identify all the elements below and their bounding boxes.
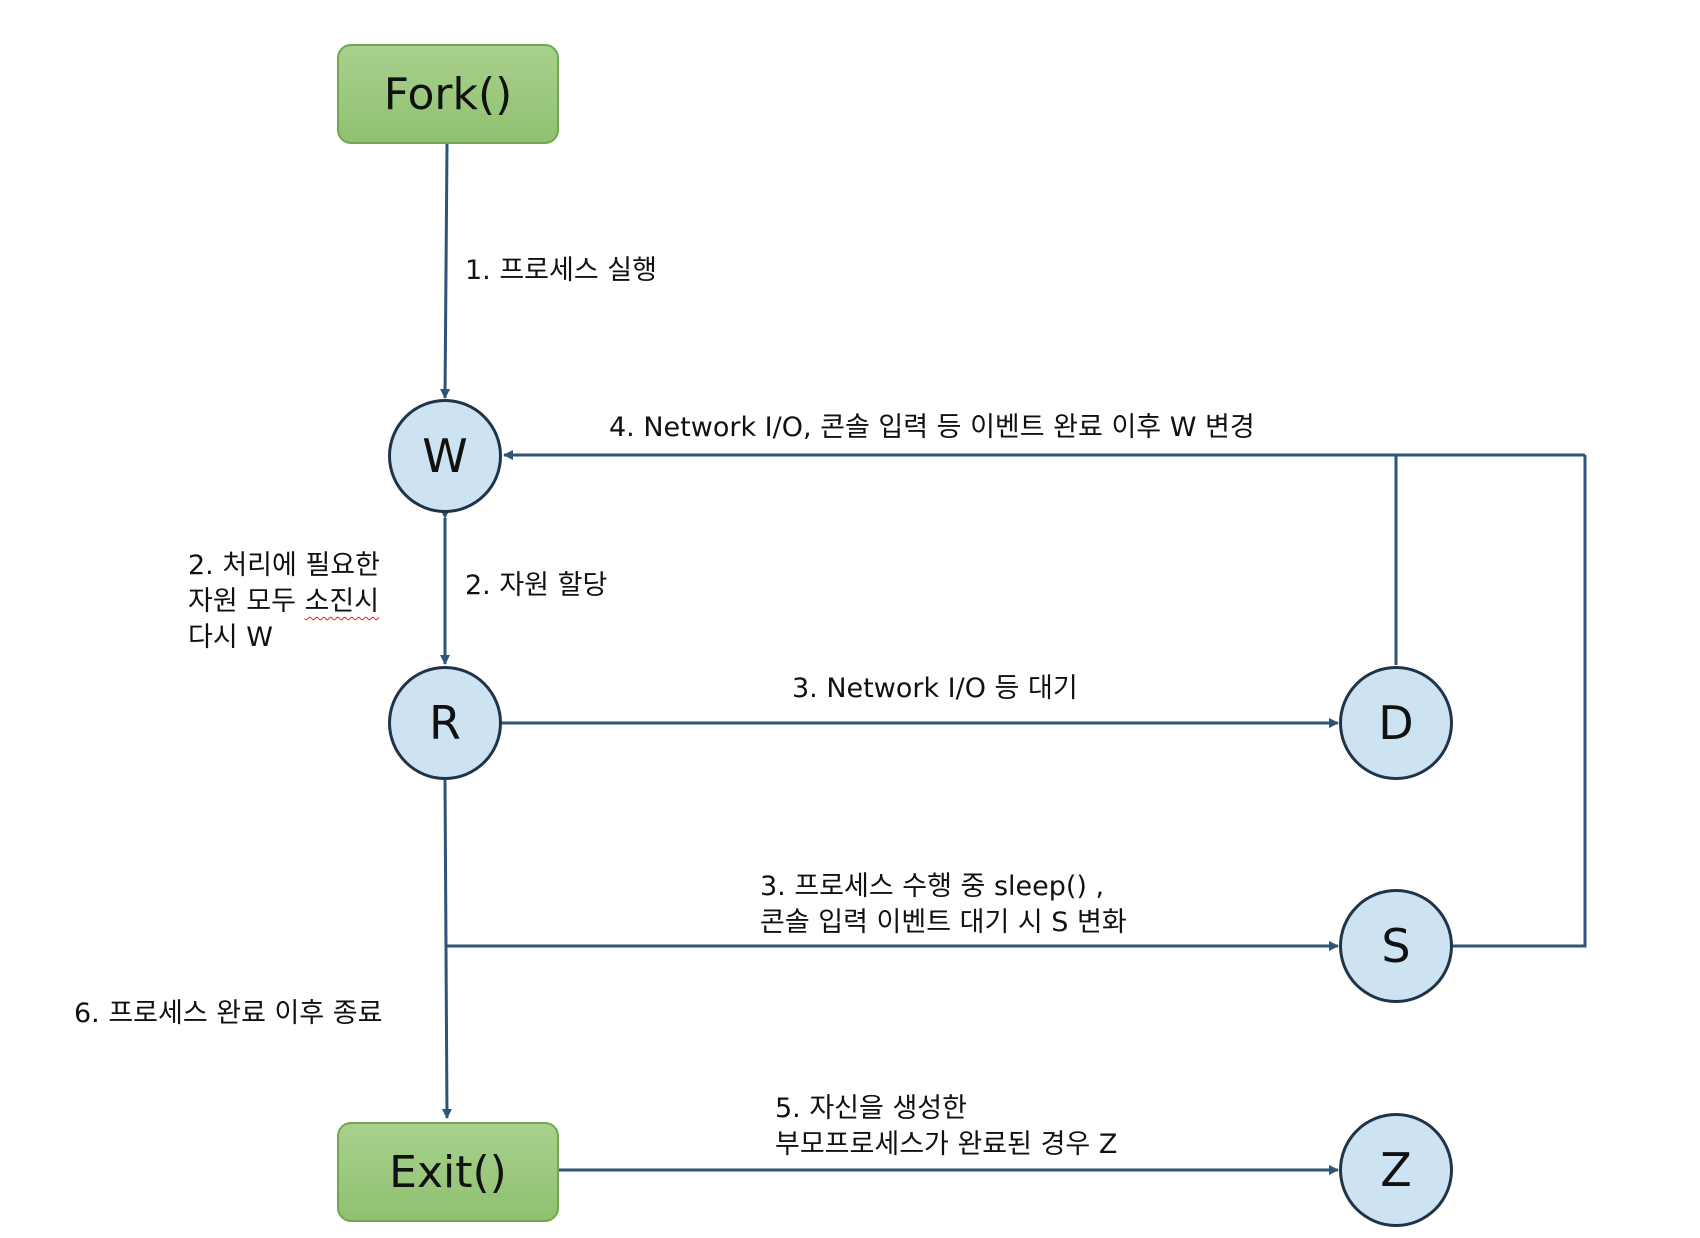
label-r-to-s-line1: 3. 프로세스 수행 중 sleep() , [760, 871, 1105, 902]
fork-box: Fork() [337, 44, 559, 144]
label-r-to-d: 3. Network I/O 등 대기 [792, 673, 1078, 704]
state-r-node: R [388, 666, 502, 780]
state-d-node: D [1339, 666, 1453, 780]
label-r-to-w-line2-b: 소진시 [304, 586, 380, 617]
state-z-node: Z [1339, 1113, 1453, 1227]
label-r-to-w-line2: 자원 모두 소진시 [188, 584, 380, 620]
label-w-to-r: 2. 자원 할당 [465, 570, 608, 601]
label-ds-to-w: 4. Network I/O, 콘솔 입력 등 이벤트 완료 이후 W 변경 [609, 412, 1255, 443]
label-exit-to-z-line2: 부모프로세스가 완료된 경우 Z [775, 1129, 1118, 1160]
label-exit-to-z-line1: 5. 자신을 생성한 [775, 1093, 967, 1124]
arrow-fork-to-w [440, 143, 451, 399]
label-r-to-w-line1: 2. 처리에 필요한 [188, 550, 380, 581]
state-s-node: S [1339, 889, 1453, 1003]
label-r-to-s-line2: 콘솔 입력 이벤트 대기 시 S 변화 [760, 907, 1127, 938]
label-fork-to-w: 1. 프로세스 실행 [465, 255, 657, 286]
label-r-to-w-line3: 다시 W [188, 622, 273, 653]
line-s-to-w [1452, 455, 1587, 948]
label-r-to-w-line2-a: 자원 모두 [188, 586, 305, 617]
state-w-node: W [388, 399, 502, 513]
line-r-to-exit [441, 779, 452, 1119]
exit-box: Exit() [337, 1122, 559, 1222]
label-r-to-w: 2. 처리에 필요한 자원 모두 소진시 다시 W [188, 548, 380, 656]
label-r-to-exit: 6. 프로세스 완료 이후 종료 [74, 998, 383, 1029]
